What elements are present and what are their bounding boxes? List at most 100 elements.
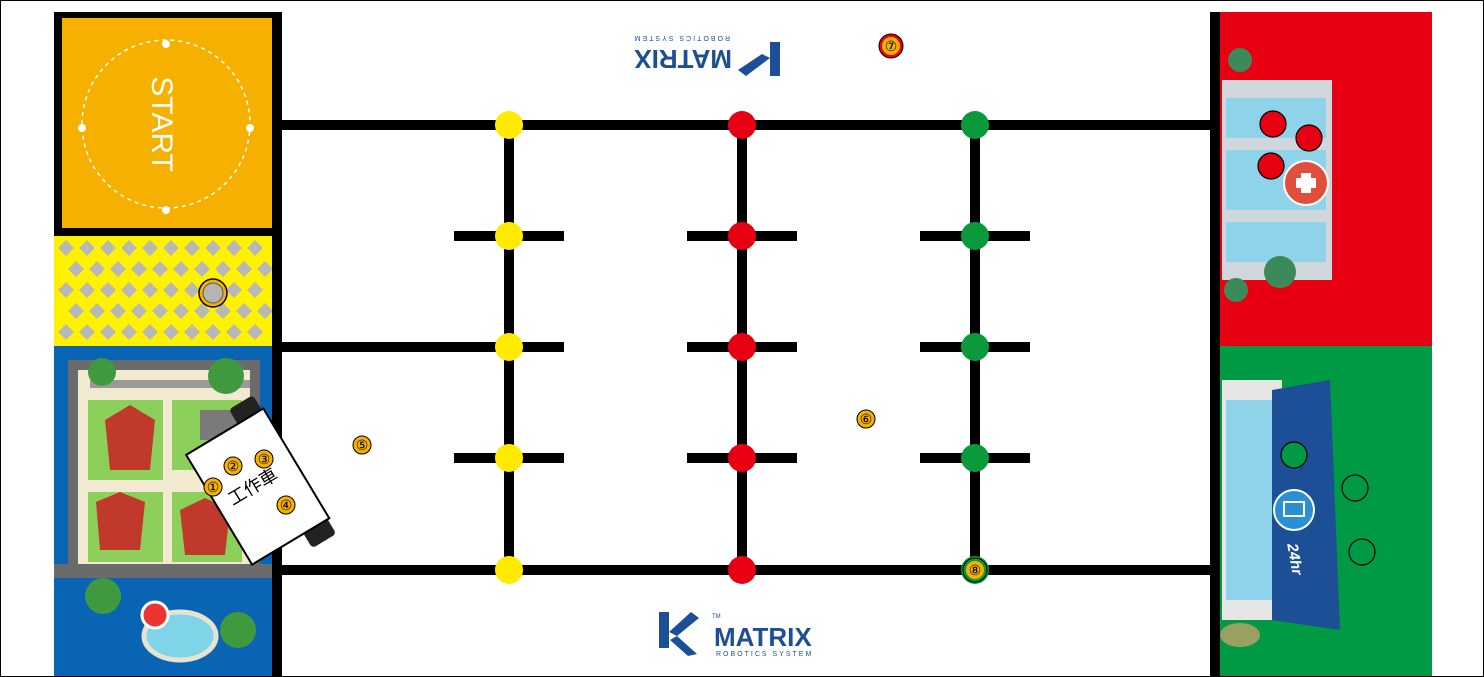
lattice-diamond <box>79 324 95 340</box>
marker-5: ⑤ <box>352 435 372 455</box>
lattice-diamond <box>226 282 242 298</box>
lattice-diamond <box>236 261 252 277</box>
red-target-3 <box>1257 152 1285 180</box>
lattice-diamond <box>247 240 263 256</box>
node-green-4 <box>961 444 989 472</box>
bottom-logo-tm: TM <box>712 614 721 620</box>
lattice-diamond <box>205 240 221 256</box>
lattice-diamond <box>163 324 179 340</box>
lattice-diamond <box>173 261 189 277</box>
svg-text:⑥: ⑥ <box>860 411 873 427</box>
start-label: START <box>145 76 178 172</box>
lattice-diamond <box>121 324 137 340</box>
lattice-diamond <box>215 261 231 277</box>
green-target-1 <box>1280 441 1308 469</box>
node-yellow-1 <box>495 111 523 139</box>
bottom-logo-tagline: ROBOTICS SYSTEM <box>716 651 813 658</box>
lattice-diamond <box>68 303 84 319</box>
svg-text:⑤: ⑤ <box>356 437 369 453</box>
lattice-diamond <box>236 303 252 319</box>
work-vehicle <box>184 396 335 566</box>
lattice-diamond <box>257 303 273 319</box>
vehicle-positions: ① ② ③ ④ <box>203 449 296 515</box>
vehicle-pos-1: ① <box>207 479 220 495</box>
vehicle-pos-3: ③ <box>258 451 271 467</box>
lattice-diamond <box>58 282 74 298</box>
marker-8: ⑧ <box>962 557 988 583</box>
lattice-diamond <box>131 303 147 319</box>
node-green-3 <box>961 333 989 361</box>
top-logo-brand: MATRIX <box>634 44 732 74</box>
lattice-diamond <box>89 261 105 277</box>
vehicle-pos-4: ④ <box>280 497 293 513</box>
start-zone: START <box>54 12 282 236</box>
lattice-diamond <box>100 240 116 256</box>
lattice-diamond <box>110 261 126 277</box>
lattice-diamond <box>131 261 147 277</box>
marker-7: ⑦ <box>878 33 904 59</box>
node-red-3 <box>728 333 756 361</box>
lattice-diamond <box>247 324 263 340</box>
lattice-diamond <box>142 324 158 340</box>
lattice-diamond <box>68 261 84 277</box>
node-green-1 <box>961 111 989 139</box>
lattice-diamond <box>58 240 74 256</box>
lattice-diamond <box>194 261 210 277</box>
lattice-diamond <box>163 240 179 256</box>
store-sign: 24hr <box>1283 541 1306 577</box>
green-target-3 <box>1348 538 1376 566</box>
lattice-diamond <box>79 240 95 256</box>
lattice-diamond <box>226 240 242 256</box>
vehicle-pos-2: ② <box>227 458 240 474</box>
store-zone: 24hr <box>1220 346 1432 676</box>
yellow-lattice-zone <box>54 236 273 346</box>
lattice-diamond <box>79 282 95 298</box>
lattice-diamond <box>121 282 137 298</box>
lattice-diamond <box>100 324 116 340</box>
red-target-1 <box>1259 110 1287 138</box>
node-yellow-5 <box>495 556 523 584</box>
lattice-diamond <box>152 303 168 319</box>
lattice-diamond <box>184 282 200 298</box>
lattice-diamond <box>247 282 263 298</box>
lattice-diamond <box>194 303 210 319</box>
svg-text:⑦: ⑦ <box>885 38 898 54</box>
red-target-2 <box>1295 124 1323 152</box>
hospital-zone <box>1210 12 1432 676</box>
lattice-diamond <box>58 324 74 340</box>
lattice-diamond <box>142 240 158 256</box>
lattice-diamond <box>257 261 273 277</box>
lattice-diamond <box>163 282 179 298</box>
top-logo: MATRIX ROBOTICS SYSTEM <box>633 34 780 76</box>
node-yellow-2 <box>495 222 523 250</box>
green-target-2 <box>1341 474 1369 502</box>
lattice-diamond <box>205 324 221 340</box>
node-red-4 <box>728 444 756 472</box>
top-logo-tagline: ROBOTICS SYSTEM <box>633 34 730 41</box>
lattice-diamond <box>173 303 189 319</box>
svg-text:⑧: ⑧ <box>969 562 982 578</box>
track-middle-entry <box>282 342 508 352</box>
node-red-5 <box>728 556 756 584</box>
node-green-2 <box>961 222 989 250</box>
node-red-1 <box>728 111 756 139</box>
yellow-nodes <box>495 111 523 584</box>
node-yellow-4 <box>495 444 523 472</box>
red-nodes <box>728 111 756 584</box>
lattice-diamond <box>215 303 231 319</box>
bottom-logo: MATRIX TM ROBOTICS SYSTEM <box>659 612 813 658</box>
lattice-diamond <box>152 261 168 277</box>
lattice-diamond <box>110 303 126 319</box>
lattice-diamond <box>100 282 116 298</box>
lattice-diamond <box>142 282 158 298</box>
lattice-diamond <box>184 240 200 256</box>
bottom-logo-brand: MATRIX <box>714 622 812 652</box>
node-yellow-3 <box>495 333 523 361</box>
cart-icon <box>1273 489 1315 531</box>
marker-6: ⑥ <box>856 409 876 429</box>
lattice-diamond <box>226 324 242 340</box>
lattice-diamond <box>184 324 200 340</box>
lattice-diamond <box>121 240 137 256</box>
node-red-2 <box>728 222 756 250</box>
